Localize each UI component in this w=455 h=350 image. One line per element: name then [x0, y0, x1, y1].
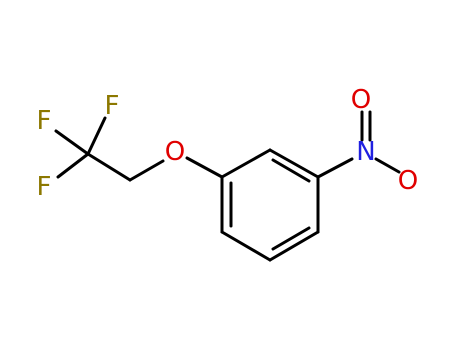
- ring-bond-top-right: [268, 148, 320, 179]
- bond-c-f-lower: [56, 152, 90, 179]
- ring-bond-inner-top-right: [271, 158, 311, 183]
- bond-ring-o: [185, 156, 224, 179]
- bond-n-o-right: [374, 157, 401, 174]
- atom-f-upper: F: [37, 106, 52, 136]
- benzene-ring: [220, 148, 320, 262]
- atom-o-ether: O: [165, 137, 185, 167]
- atom-f-lower: F: [37, 172, 52, 202]
- bond-ring-n: [316, 157, 354, 179]
- atom-o-nitro-top: O: [351, 85, 371, 115]
- atom-f-top: F: [105, 91, 120, 121]
- atom-o-nitro-right: O: [398, 166, 418, 196]
- ring-bond-inner-bottom-right: [271, 226, 311, 251]
- bond-ch2-cf3: [86, 152, 132, 182]
- atom-n-nitro: N: [356, 137, 375, 167]
- ring-bond-bottom-right: [268, 230, 320, 262]
- bond-c-f-upper: [54, 129, 90, 156]
- ring-bond-bottom-left: [220, 230, 272, 262]
- bond-o-ch2: [128, 159, 165, 182]
- ring-bond-top-left: [220, 148, 272, 179]
- bond-c-f-top: [86, 116, 107, 156]
